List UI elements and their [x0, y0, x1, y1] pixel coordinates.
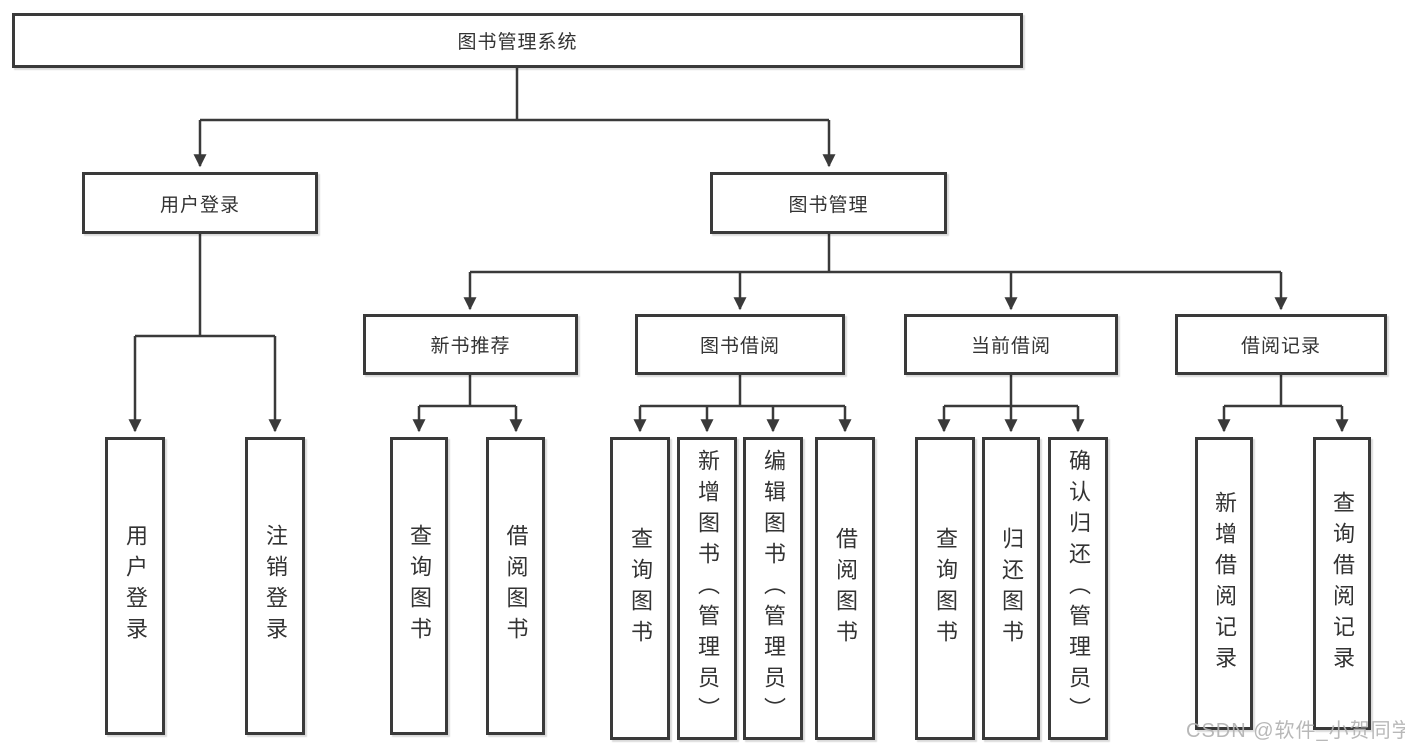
leaf-user-login: 用户登录 — [105, 437, 165, 735]
leaf-return-books-label: 归还图书 — [999, 526, 1024, 651]
node-current-borrow: 当前借阅 — [904, 314, 1118, 375]
leaf-logout-label: 注销登录 — [263, 524, 288, 648]
leaf-current-query-books: 查询图书 — [915, 437, 975, 740]
node-book-management: 图书管理 — [710, 172, 947, 234]
node-new-book-recommend-label: 新书推荐 — [430, 336, 511, 357]
leaf-add-borrow-record-label: 新增借阅记录 — [1212, 490, 1237, 677]
leaf-confirm-return-admin: 确认归还（管理员） — [1048, 437, 1108, 740]
leaf-confirm-return-admin-label: 确认归还（管理员） — [1066, 449, 1091, 728]
leaf-query-borrow-record: 查询借阅记录 — [1313, 437, 1371, 730]
csdn-watermark: CSDN @软件_小贺同学 — [1186, 720, 1405, 742]
node-book-borrow: 图书借阅 — [635, 314, 845, 375]
leaf-borrow-books-label: 借阅图书 — [833, 526, 858, 651]
node-book-management-label: 图书管理 — [788, 194, 869, 216]
leaf-borrow-query-books: 查询图书 — [610, 437, 670, 740]
leaf-add-book-admin-label: 新增图书（管理员） — [695, 449, 720, 728]
node-root-label: 图书管理系统 — [457, 32, 578, 53]
leaf-edit-book-admin: 编辑图书（管理员） — [743, 437, 803, 740]
leaf-newbook-borrow-books-label: 借阅图书 — [503, 524, 529, 648]
node-root: 图书管理系统 — [12, 13, 1023, 68]
leaf-newbook-borrow-books: 借阅图书 — [486, 437, 545, 735]
leaf-borrow-books: 借阅图书 — [815, 437, 875, 740]
leaf-query-borrow-record-label: 查询借阅记录 — [1330, 490, 1355, 677]
leaf-current-query-books-label: 查询图书 — [933, 526, 958, 651]
leaf-add-borrow-record: 新增借阅记录 — [1195, 437, 1253, 730]
leaf-newbook-query-books-label: 查询图书 — [407, 524, 432, 648]
node-borrow-records: 借阅记录 — [1175, 314, 1387, 375]
node-borrow-records-label: 借阅记录 — [1240, 336, 1321, 357]
node-new-book-recommend: 新书推荐 — [363, 314, 578, 375]
leaf-user-login-label: 用户登录 — [123, 524, 148, 648]
node-user-login-label: 用户登录 — [159, 194, 240, 216]
leaf-edit-book-admin-label: 编辑图书（管理员） — [761, 449, 786, 728]
node-current-borrow-label: 当前借阅 — [970, 336, 1051, 357]
leaf-borrow-query-books-label: 查询图书 — [628, 526, 653, 651]
leaf-logout: 注销登录 — [245, 437, 305, 735]
leaf-newbook-query-books: 查询图书 — [390, 437, 448, 735]
node-user-login: 用户登录 — [82, 172, 318, 234]
leaf-add-book-admin: 新增图书（管理员） — [677, 437, 737, 740]
leaf-return-books: 归还图书 — [982, 437, 1040, 740]
node-book-borrow-label: 图书借阅 — [699, 336, 780, 357]
